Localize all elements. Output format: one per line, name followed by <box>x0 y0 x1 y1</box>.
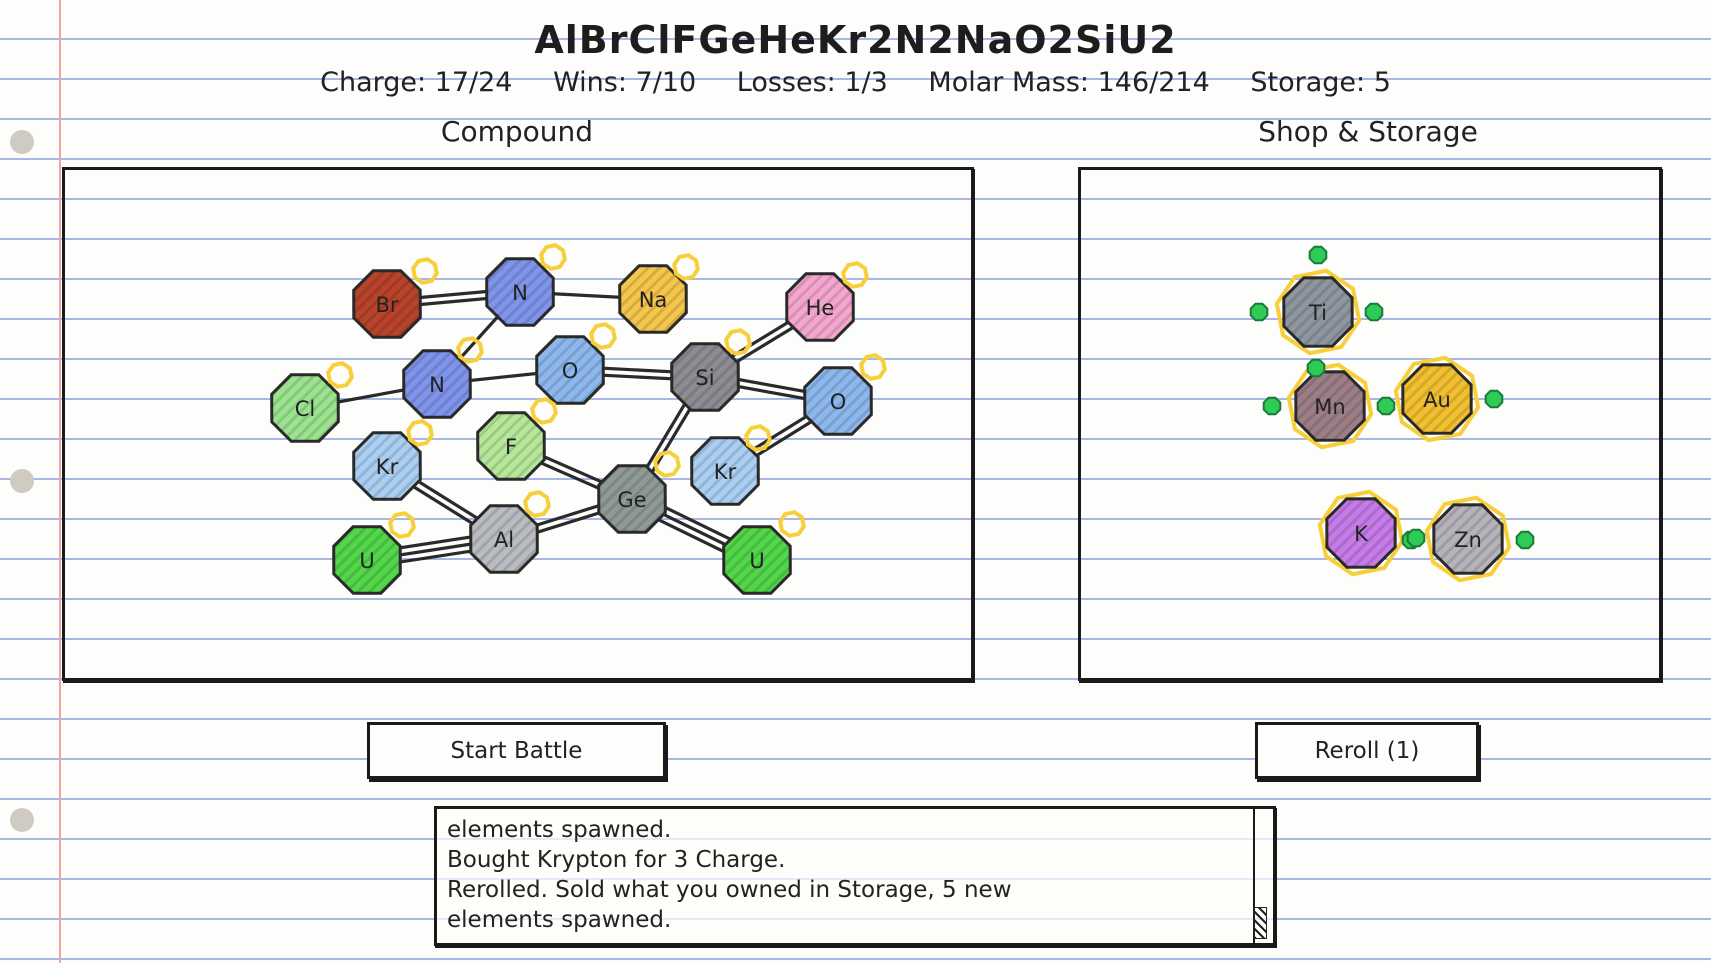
notebook-hole <box>10 808 34 832</box>
bond-slot-icon[interactable] <box>672 253 700 281</box>
bond-slot-icon[interactable] <box>406 419 434 447</box>
bond-port-icon <box>1484 389 1504 409</box>
start-battle-button[interactable]: Start Battle <box>367 722 666 779</box>
bond-slot-icon[interactable] <box>744 424 772 452</box>
bond-slot-icon[interactable] <box>724 328 752 356</box>
atom-symbol: Kr <box>376 455 399 479</box>
atom-symbol: Zn <box>1454 528 1482 552</box>
compound-title: Compound <box>440 115 594 148</box>
storage-stat: Storage: 5 <box>1250 67 1391 98</box>
atom-symbol: Br <box>375 293 398 317</box>
bond-slot-icon[interactable] <box>841 261 869 289</box>
charge-stat: Charge: 17/24 <box>320 67 513 98</box>
atom-symbol: U <box>749 549 764 573</box>
atom-symbol: Cl <box>295 397 316 421</box>
atom-u[interactable]: U <box>332 525 402 595</box>
log-scroll-thumb[interactable] <box>1253 907 1267 939</box>
bond-slot-icon[interactable] <box>653 450 681 478</box>
bond-slot-icon[interactable] <box>530 397 558 425</box>
log-line: Bought Krypton for 3 Charge. <box>447 847 786 873</box>
atom-u[interactable]: U <box>722 525 792 595</box>
bond-port-icon <box>1262 396 1282 416</box>
atom-symbol: Na <box>639 288 668 312</box>
log-line: elements spawned. <box>447 907 672 933</box>
atom-symbol: He <box>806 296 835 320</box>
bond-port-icon <box>1406 528 1426 548</box>
atom-ti[interactable]: Ti <box>1274 268 1362 356</box>
notebook-hole <box>10 130 34 154</box>
atom-al[interactable]: Al <box>469 504 539 574</box>
wins-stat: Wins: 7/10 <box>553 67 697 98</box>
bond-port-icon <box>1364 302 1384 322</box>
atom-symbol: K <box>1354 522 1369 546</box>
atom-mn[interactable]: Mn <box>1286 362 1374 450</box>
atom-symbol: O <box>830 390 847 414</box>
losses-stat: Losses: 1/3 <box>736 67 888 98</box>
bond-slot-icon[interactable] <box>411 257 439 285</box>
atom-au[interactable]: Au <box>1393 355 1481 443</box>
atom-br[interactable]: Br <box>352 269 422 339</box>
bond-slot-icon[interactable] <box>589 322 617 350</box>
molar-mass-stat: Molar Mass: 146/214 <box>928 67 1210 98</box>
atom-f[interactable]: F <box>476 411 546 481</box>
bond-port-icon <box>1249 302 1269 322</box>
atom-k[interactable]: K <box>1317 489 1405 577</box>
bond-slot-icon[interactable] <box>523 490 551 518</box>
bond-port-icon <box>1376 396 1396 416</box>
atom-symbol: Al <box>494 528 514 552</box>
atom-symbol: Kr <box>714 460 737 484</box>
bond-slot-icon[interactable] <box>388 511 416 539</box>
reroll-button[interactable]: Reroll (1) <box>1255 722 1479 779</box>
notebook-margin-line <box>59 0 61 963</box>
atom-cl[interactable]: Cl <box>270 373 340 443</box>
compound-formula: AlBrClFGeHeKr2N2NaO2SiU2 <box>534 18 1177 62</box>
atom-kr[interactable]: Kr <box>352 431 422 501</box>
bond-slot-icon[interactable] <box>778 510 806 538</box>
atom-n[interactable]: N <box>402 349 472 419</box>
atom-symbol: Ti <box>1308 301 1327 325</box>
atom-si[interactable]: Si <box>670 342 740 412</box>
atom-symbol: F <box>505 435 517 459</box>
notebook-hole <box>10 469 34 493</box>
atom-symbol: Mn <box>1314 395 1345 419</box>
bond-port-icon <box>1515 530 1535 550</box>
shop-title: Shop & Storage <box>1258 115 1478 148</box>
bond-slot-icon[interactable] <box>539 243 567 271</box>
open-bond-slots[interactable] <box>326 243 887 539</box>
atom-symbol: O <box>562 359 579 383</box>
atom-symbol: U <box>359 549 374 573</box>
atom-symbol: Ge <box>617 488 646 512</box>
atom-o[interactable]: O <box>803 366 873 436</box>
bond-ports <box>1249 245 1535 550</box>
atom-n[interactable]: N <box>485 257 555 327</box>
bond-port-icon <box>1306 358 1326 378</box>
bond-slot-icon[interactable] <box>859 353 887 381</box>
atom-ge[interactable]: Ge <box>597 464 667 534</box>
bond-slot-icon[interactable] <box>456 336 484 364</box>
atom-na[interactable]: Na <box>618 264 688 334</box>
log-scrollbar[interactable] <box>1253 809 1267 943</box>
stats-bar: Charge: 17/24 Wins: 7/10 Losses: 1/3 Mol… <box>0 67 1711 98</box>
atom-o[interactable]: O <box>535 335 605 405</box>
atom-symbol: Si <box>695 366 714 390</box>
log-line: elements spawned. <box>447 817 672 843</box>
atom-symbol: N <box>429 373 445 397</box>
log-line: Rerolled. Sold what you owned in Storage… <box>447 877 1012 903</box>
bond-slot-icon[interactable] <box>326 361 354 389</box>
message-log[interactable]: elements spawned. Bought Krypton for 3 C… <box>434 806 1276 946</box>
atom-symbol: N <box>512 281 528 305</box>
atom-kr[interactable]: Kr <box>690 436 760 506</box>
atom-he[interactable]: He <box>785 272 855 342</box>
atom-zn[interactable]: Zn <box>1424 495 1512 583</box>
bond-port-icon <box>1308 245 1328 265</box>
atom-symbol: Au <box>1423 388 1451 412</box>
